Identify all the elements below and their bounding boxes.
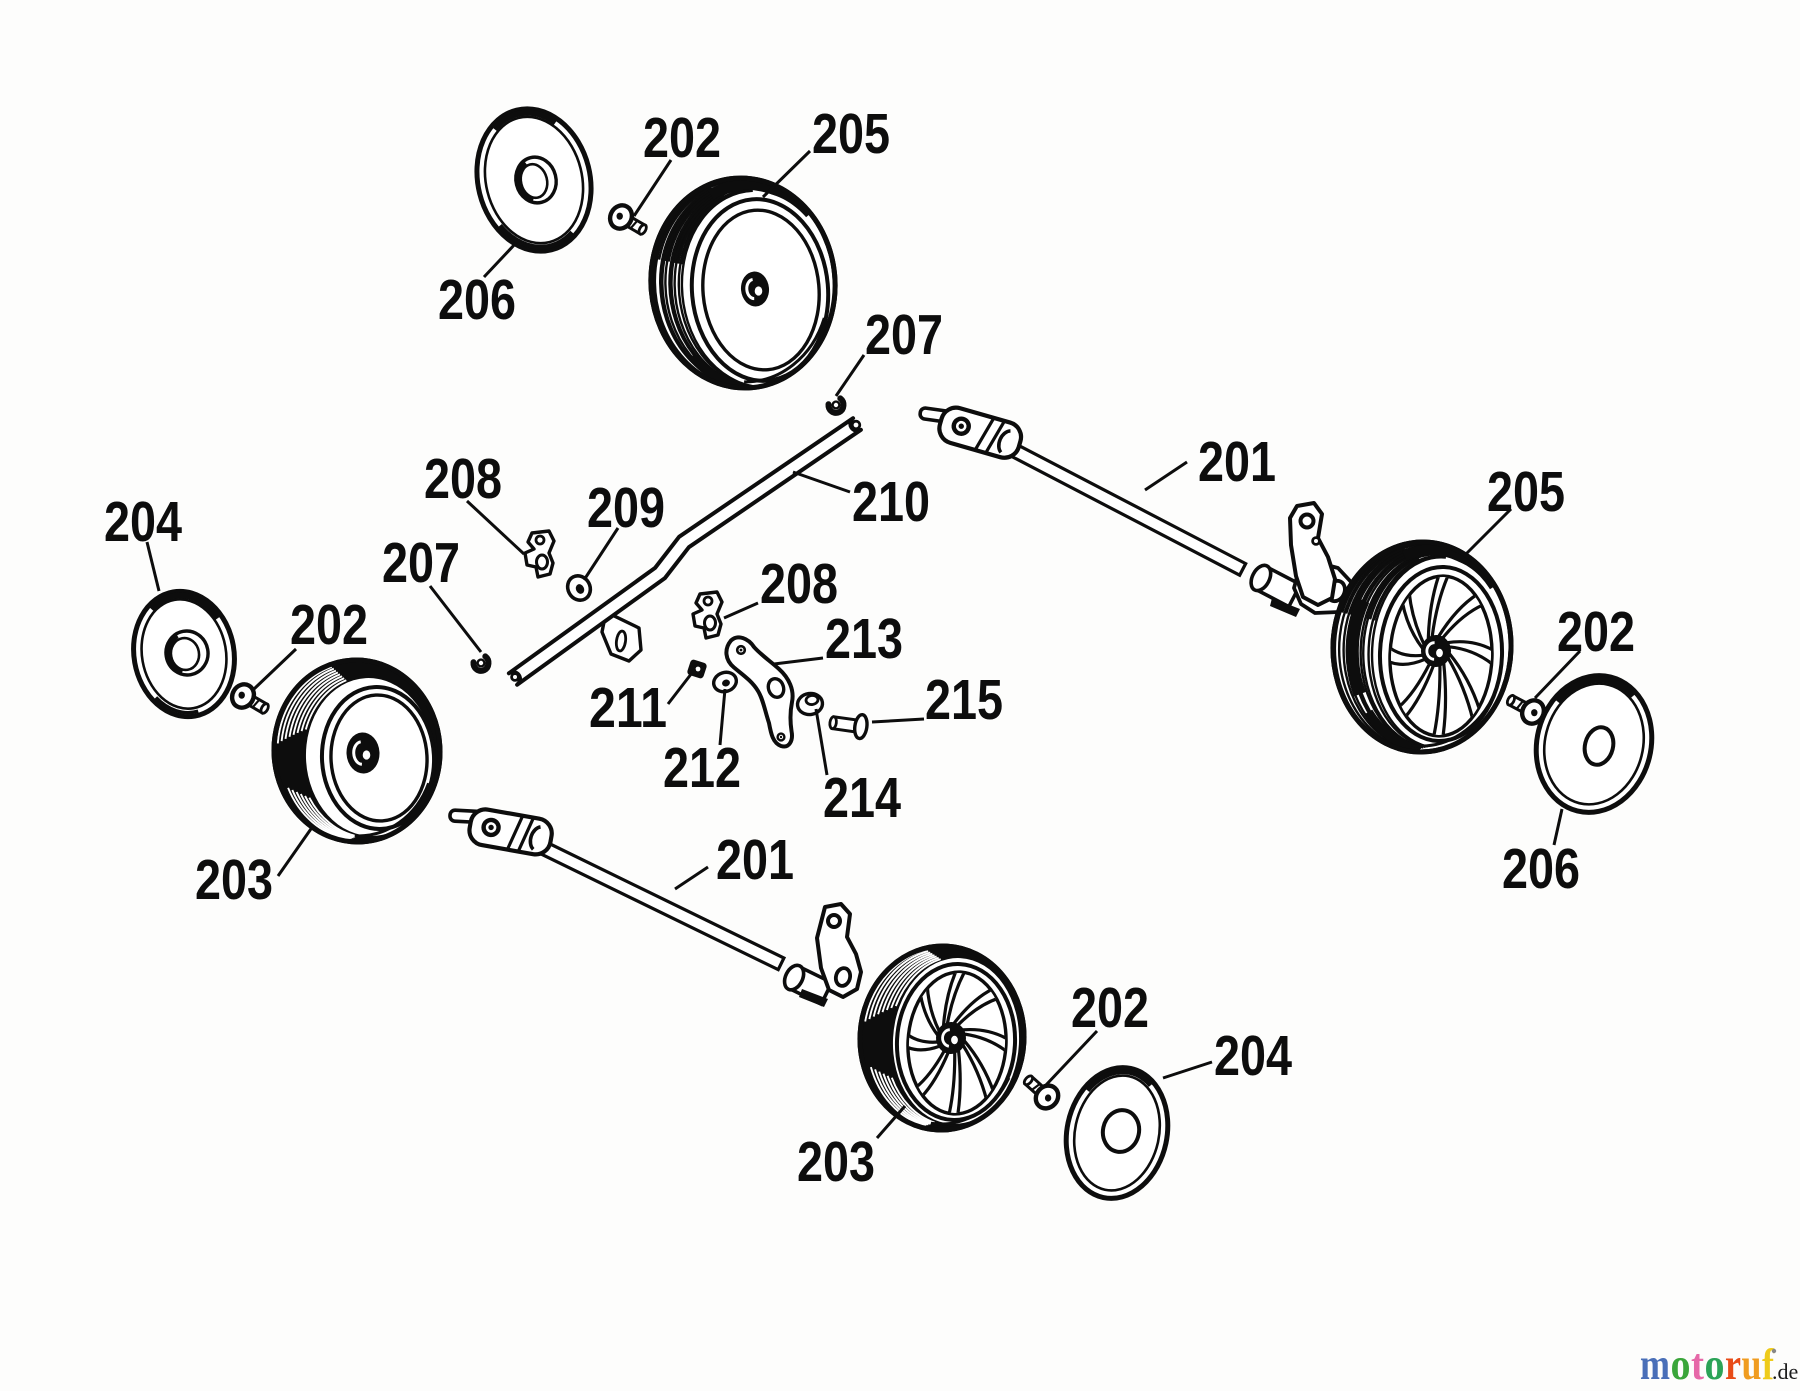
- svg-text:o: o: [1671, 1340, 1691, 1389]
- svg-text:.de: .de: [1772, 1359, 1798, 1384]
- svg-text:203: 203: [797, 1130, 875, 1194]
- svg-text:209: 209: [587, 476, 665, 540]
- svg-text:202: 202: [643, 106, 721, 170]
- svg-text:211: 211: [589, 676, 667, 740]
- svg-text:206: 206: [1502, 837, 1580, 901]
- svg-text:207: 207: [382, 531, 460, 595]
- svg-text:o: o: [1705, 1340, 1725, 1389]
- svg-text:201: 201: [716, 828, 794, 892]
- svg-text:201: 201: [1198, 430, 1276, 494]
- svg-text:r: r: [1725, 1340, 1741, 1389]
- svg-text:207: 207: [865, 303, 943, 367]
- svg-text:m: m: [1640, 1340, 1670, 1389]
- svg-text:212: 212: [663, 736, 741, 800]
- svg-text:213: 213: [825, 607, 903, 671]
- svg-text:u: u: [1742, 1340, 1762, 1389]
- svg-text:208: 208: [760, 552, 838, 616]
- svg-text:204: 204: [1214, 1024, 1292, 1088]
- svg-text:203: 203: [195, 848, 273, 912]
- svg-text:206: 206: [438, 268, 516, 332]
- svg-text:f: f: [1762, 1340, 1775, 1389]
- svg-text:205: 205: [812, 102, 890, 166]
- svg-text:210: 210: [852, 470, 930, 534]
- svg-text:205: 205: [1487, 460, 1565, 524]
- svg-text:202: 202: [1071, 976, 1149, 1040]
- svg-text:202: 202: [1557, 600, 1635, 664]
- svg-text:214: 214: [823, 766, 901, 830]
- svg-text:215: 215: [925, 668, 1003, 732]
- svg-text:204: 204: [104, 490, 182, 554]
- svg-text:208: 208: [424, 447, 502, 511]
- svg-text:t: t: [1691, 1340, 1704, 1389]
- svg-text:202: 202: [290, 593, 368, 657]
